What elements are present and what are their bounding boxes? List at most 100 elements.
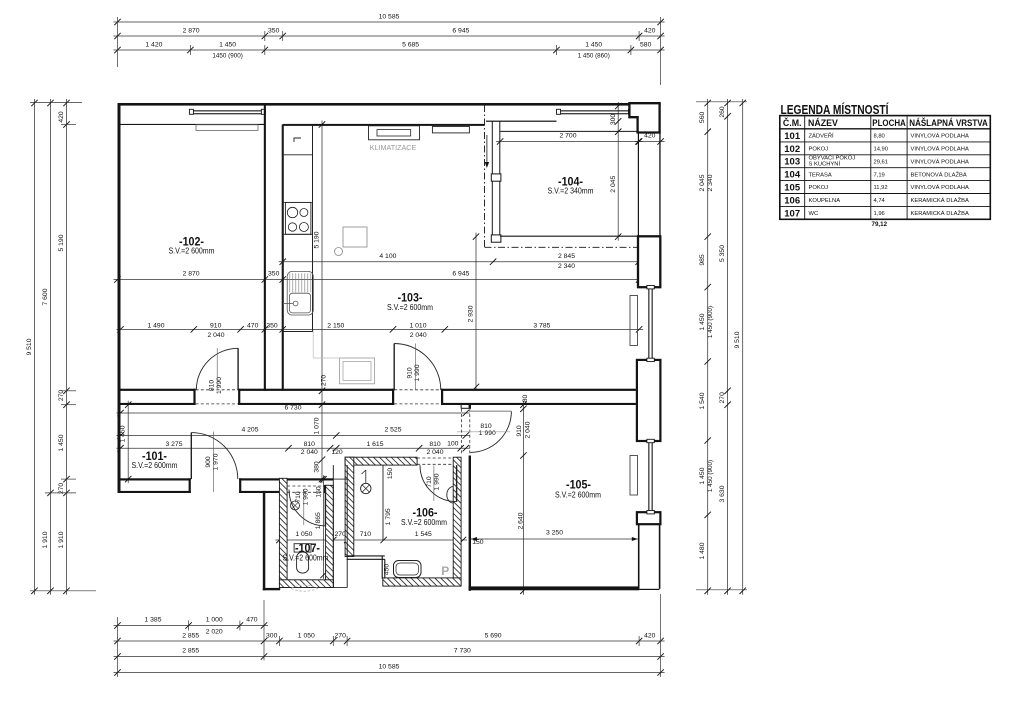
svg-text:9 510: 9 510	[26, 338, 33, 355]
svg-text:910: 910	[210, 323, 222, 330]
svg-text:S.V.=2 600mm: S.V.=2 600mm	[401, 518, 447, 527]
svg-text:2 855: 2 855	[182, 633, 199, 640]
svg-text:2 040: 2 040	[426, 449, 443, 456]
svg-text:PLOCHA: PLOCHA	[872, 118, 906, 128]
svg-text:450: 450	[383, 564, 390, 576]
svg-text:420: 420	[644, 633, 656, 640]
svg-text:380: 380	[313, 461, 320, 473]
svg-text:KOUPELNA: KOUPELNA	[809, 198, 841, 204]
svg-text:810: 810	[208, 380, 215, 392]
svg-text:910: 910	[516, 425, 523, 437]
svg-text:2 700: 2 700	[559, 133, 576, 140]
svg-text:150: 150	[387, 468, 394, 480]
svg-text:106: 106	[784, 195, 800, 206]
svg-text:VINYLOVÁ PODLAHA: VINYLOVÁ PODLAHA	[911, 146, 969, 153]
svg-text:420: 420	[58, 111, 65, 123]
svg-text:NÁŠLAPNÁ VRSTVA: NÁŠLAPNÁ VRSTVA	[909, 117, 988, 128]
svg-text:1 450: 1 450	[58, 434, 65, 451]
svg-text:120: 120	[331, 449, 343, 456]
svg-text:2 040: 2 040	[301, 449, 318, 456]
svg-text:270: 270	[719, 392, 726, 404]
svg-text:102: 102	[784, 144, 800, 155]
svg-text:VINYLOVÁ PODLAHA: VINYLOVÁ PODLAHA	[911, 184, 969, 191]
svg-text:5 685: 5 685	[402, 42, 419, 49]
svg-text:2 045: 2 045	[610, 175, 617, 192]
svg-text:150: 150	[316, 486, 323, 498]
svg-text:OBÝVACÍ POKOJ: OBÝVACÍ POKOJ	[809, 155, 856, 162]
svg-text:1 990: 1 990	[216, 377, 223, 394]
svg-text:Č.M.: Č.M.	[783, 117, 802, 128]
svg-text:2 930: 2 930	[468, 305, 475, 322]
svg-text:1 795: 1 795	[385, 508, 392, 525]
svg-text:-105-: -105-	[566, 480, 591, 492]
svg-text:350: 350	[266, 323, 278, 330]
svg-text:ZÁDVEŘÍ: ZÁDVEŘÍ	[809, 132, 835, 140]
svg-text:-103-: -103-	[398, 293, 423, 305]
svg-text:350: 350	[268, 28, 280, 35]
svg-text:TERASA: TERASA	[809, 172, 832, 178]
svg-text:1 000: 1 000	[206, 617, 223, 624]
svg-text:NÁZEV: NÁZEV	[808, 118, 838, 128]
svg-text:10 585: 10 585	[379, 14, 400, 21]
svg-text:BETONOVÁ DLAŽBA: BETONOVÁ DLAŽBA	[911, 170, 967, 178]
svg-text:5 190: 5 190	[58, 234, 65, 251]
svg-text:S.V.=2 600mm: S.V.=2 600mm	[132, 461, 178, 470]
svg-text:-104-: -104-	[558, 177, 583, 189]
svg-text:VINYLOVÁ PODLAHA: VINYLOVÁ PODLAHA	[911, 133, 969, 140]
svg-text:6 945: 6 945	[452, 28, 469, 35]
svg-text:2 040: 2 040	[410, 332, 427, 339]
svg-text:1 450 (860): 1 450 (860)	[578, 53, 610, 60]
svg-text:10 585: 10 585	[379, 664, 400, 671]
svg-text:S KUCHYNÍ: S KUCHYNÍ	[809, 161, 841, 168]
svg-text:80: 80	[522, 395, 529, 403]
svg-text:-107-: -107-	[295, 543, 320, 555]
svg-text:6 945: 6 945	[452, 271, 469, 278]
svg-text:2 870: 2 870	[183, 28, 200, 35]
svg-text:2 150: 2 150	[327, 323, 344, 330]
svg-text:260: 260	[719, 106, 726, 118]
svg-text:1 910: 1 910	[42, 531, 49, 548]
svg-text:-106-: -106-	[413, 508, 438, 520]
svg-text:4 205: 4 205	[241, 427, 258, 434]
svg-text:2 640: 2 640	[517, 512, 524, 529]
svg-text:79,12: 79,12	[872, 221, 888, 228]
svg-text:1 385: 1 385	[144, 617, 161, 624]
svg-text:470: 470	[246, 617, 258, 624]
svg-text:2 340: 2 340	[707, 174, 714, 191]
svg-text:1,96: 1,96	[874, 211, 885, 217]
svg-text:1 050: 1 050	[295, 531, 312, 538]
svg-text:2 845: 2 845	[558, 253, 575, 260]
svg-text:1 480: 1 480	[699, 542, 706, 559]
svg-text:560: 560	[699, 112, 706, 124]
svg-text:1 990: 1 990	[303, 488, 310, 505]
svg-text:1 990: 1 990	[433, 473, 440, 490]
svg-text:1 540: 1 540	[699, 392, 706, 409]
svg-text:2 040: 2 040	[524, 421, 531, 438]
svg-text:3 785: 3 785	[533, 323, 550, 330]
svg-text:2 525: 2 525	[384, 427, 401, 434]
svg-text:S.V.=2 600mm: S.V.=2 600mm	[387, 303, 433, 312]
svg-text:810: 810	[480, 423, 492, 430]
svg-text:4,74: 4,74	[874, 198, 886, 204]
svg-text:300: 300	[610, 114, 617, 126]
svg-text:1 450: 1 450	[219, 42, 236, 49]
svg-text:1 450: 1 450	[699, 467, 706, 484]
svg-text:100: 100	[447, 441, 459, 448]
svg-text:S.V.=2 600mm: S.V.=2 600mm	[169, 247, 215, 256]
svg-text:S.V.=2 340mm: S.V.=2 340mm	[548, 187, 594, 196]
svg-text:1 615: 1 615	[366, 441, 383, 448]
svg-text:POKOJ: POKOJ	[809, 185, 829, 191]
svg-text:107: 107	[784, 208, 800, 219]
svg-text:POKOJ: POKOJ	[809, 147, 829, 153]
svg-text:1 970: 1 970	[212, 453, 219, 470]
svg-text:350: 350	[268, 271, 280, 278]
svg-text:1 450: 1 450	[585, 42, 602, 49]
svg-text:900: 900	[205, 456, 212, 468]
svg-text:8,80: 8,80	[874, 134, 885, 140]
svg-text:5 190: 5 190	[314, 231, 321, 248]
svg-text:2 870: 2 870	[183, 271, 200, 278]
svg-text:WC: WC	[809, 211, 819, 217]
svg-text:2 855: 2 855	[182, 648, 199, 655]
svg-text:1 070: 1 070	[313, 417, 320, 434]
svg-text:1 990: 1 990	[479, 430, 496, 437]
